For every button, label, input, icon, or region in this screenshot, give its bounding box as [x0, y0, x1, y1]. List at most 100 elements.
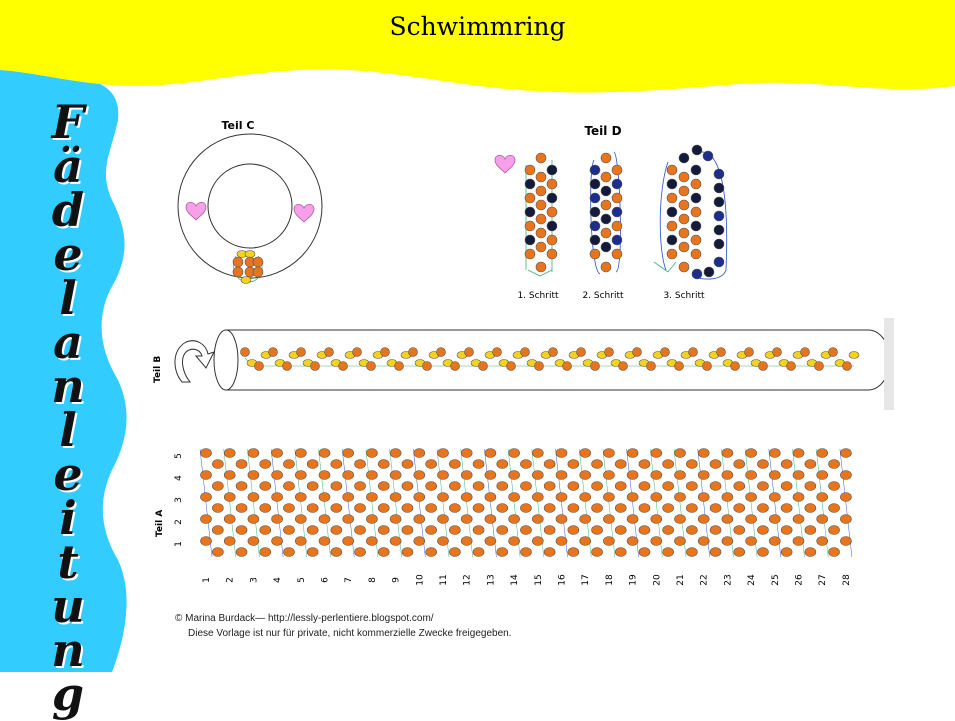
- bead: [780, 525, 793, 535]
- bead: [535, 185, 547, 197]
- bead: [259, 547, 272, 557]
- bead: [733, 503, 746, 513]
- bead: [688, 347, 698, 357]
- bead: [555, 448, 568, 458]
- bead: [531, 448, 544, 458]
- bead: [223, 492, 236, 502]
- teil-b-label: Teil B: [153, 356, 163, 383]
- bead: [579, 470, 592, 480]
- bead: [508, 492, 520, 502]
- rotate-arrow-icon: [174, 340, 215, 383]
- bead: [449, 503, 461, 513]
- heart-icon: [494, 154, 516, 174]
- bead: [520, 503, 532, 513]
- side-title-letter: t: [57, 535, 79, 589]
- row-number: 2: [174, 519, 184, 525]
- bead: [389, 448, 402, 458]
- teil-d-diagram: Teil D 1. Schritt 2. Schritt 3. Schritt: [494, 124, 728, 301]
- bead: [366, 361, 376, 371]
- bead: [804, 525, 817, 535]
- bead: [413, 448, 426, 458]
- bead: [247, 448, 260, 458]
- bead: [686, 525, 698, 535]
- bead: [200, 470, 212, 480]
- bead: [828, 459, 840, 469]
- bead: [531, 514, 544, 524]
- bead: [282, 361, 292, 371]
- bead: [235, 503, 248, 513]
- column-number: 17: [581, 574, 591, 585]
- bead: [212, 547, 224, 557]
- bead: [792, 514, 805, 524]
- bead: [579, 536, 592, 546]
- bead: [589, 178, 601, 190]
- bead: [508, 470, 520, 480]
- bead: [449, 459, 461, 469]
- bead: [437, 514, 449, 524]
- bead: [472, 481, 485, 491]
- bead: [524, 192, 536, 204]
- bead: [223, 470, 236, 480]
- bead: [535, 171, 547, 183]
- bead: [401, 525, 414, 535]
- bead: [548, 347, 558, 357]
- bead: [543, 459, 556, 469]
- bead: [600, 171, 612, 183]
- bead: [283, 525, 295, 535]
- bead: [816, 470, 829, 480]
- bead: [401, 481, 414, 491]
- bead: [306, 481, 319, 491]
- bead: [259, 459, 272, 469]
- column-number: 13: [486, 574, 496, 585]
- bead: [496, 525, 509, 535]
- bead: [638, 459, 651, 469]
- column-number: 8: [368, 577, 378, 583]
- header-band: [0, 0, 955, 93]
- bead: [464, 347, 474, 357]
- bead: [792, 536, 805, 546]
- bead: [690, 206, 702, 218]
- bead: [674, 470, 686, 480]
- bead: [780, 503, 793, 513]
- bead: [600, 213, 612, 225]
- bead: [546, 220, 558, 232]
- bead: [546, 164, 558, 176]
- bead: [768, 536, 781, 546]
- bead: [603, 492, 615, 502]
- bead: [232, 266, 244, 278]
- bead: [520, 347, 530, 357]
- bead: [840, 514, 852, 524]
- bead: [460, 448, 473, 458]
- bead: [666, 220, 678, 232]
- bead: [678, 261, 690, 273]
- bead: [579, 492, 592, 502]
- bead: [377, 481, 390, 491]
- bead: [535, 213, 547, 225]
- bead: [324, 347, 334, 357]
- bead: [626, 448, 639, 458]
- bead: [614, 547, 627, 557]
- side-title-letter: u: [51, 579, 85, 633]
- bead: [600, 199, 612, 211]
- bead: [531, 492, 544, 502]
- bead: [611, 192, 623, 204]
- bead: [259, 525, 272, 535]
- pattern-diagram: Teil C Teil D 1. Schritt 2. Schritt 3. S…: [153, 119, 894, 586]
- bead: [354, 525, 366, 535]
- bead: [660, 347, 670, 357]
- bead: [460, 514, 473, 524]
- bead: [484, 536, 497, 546]
- bead: [200, 448, 212, 458]
- bead: [352, 347, 362, 357]
- bead: [589, 192, 601, 204]
- bead: [252, 256, 264, 268]
- bead: [354, 503, 366, 513]
- bead: [626, 514, 639, 524]
- bead: [342, 448, 355, 458]
- bead: [524, 178, 536, 190]
- bead: [626, 470, 639, 480]
- bead: [611, 164, 623, 176]
- bead: [567, 503, 580, 513]
- bead: [389, 514, 402, 524]
